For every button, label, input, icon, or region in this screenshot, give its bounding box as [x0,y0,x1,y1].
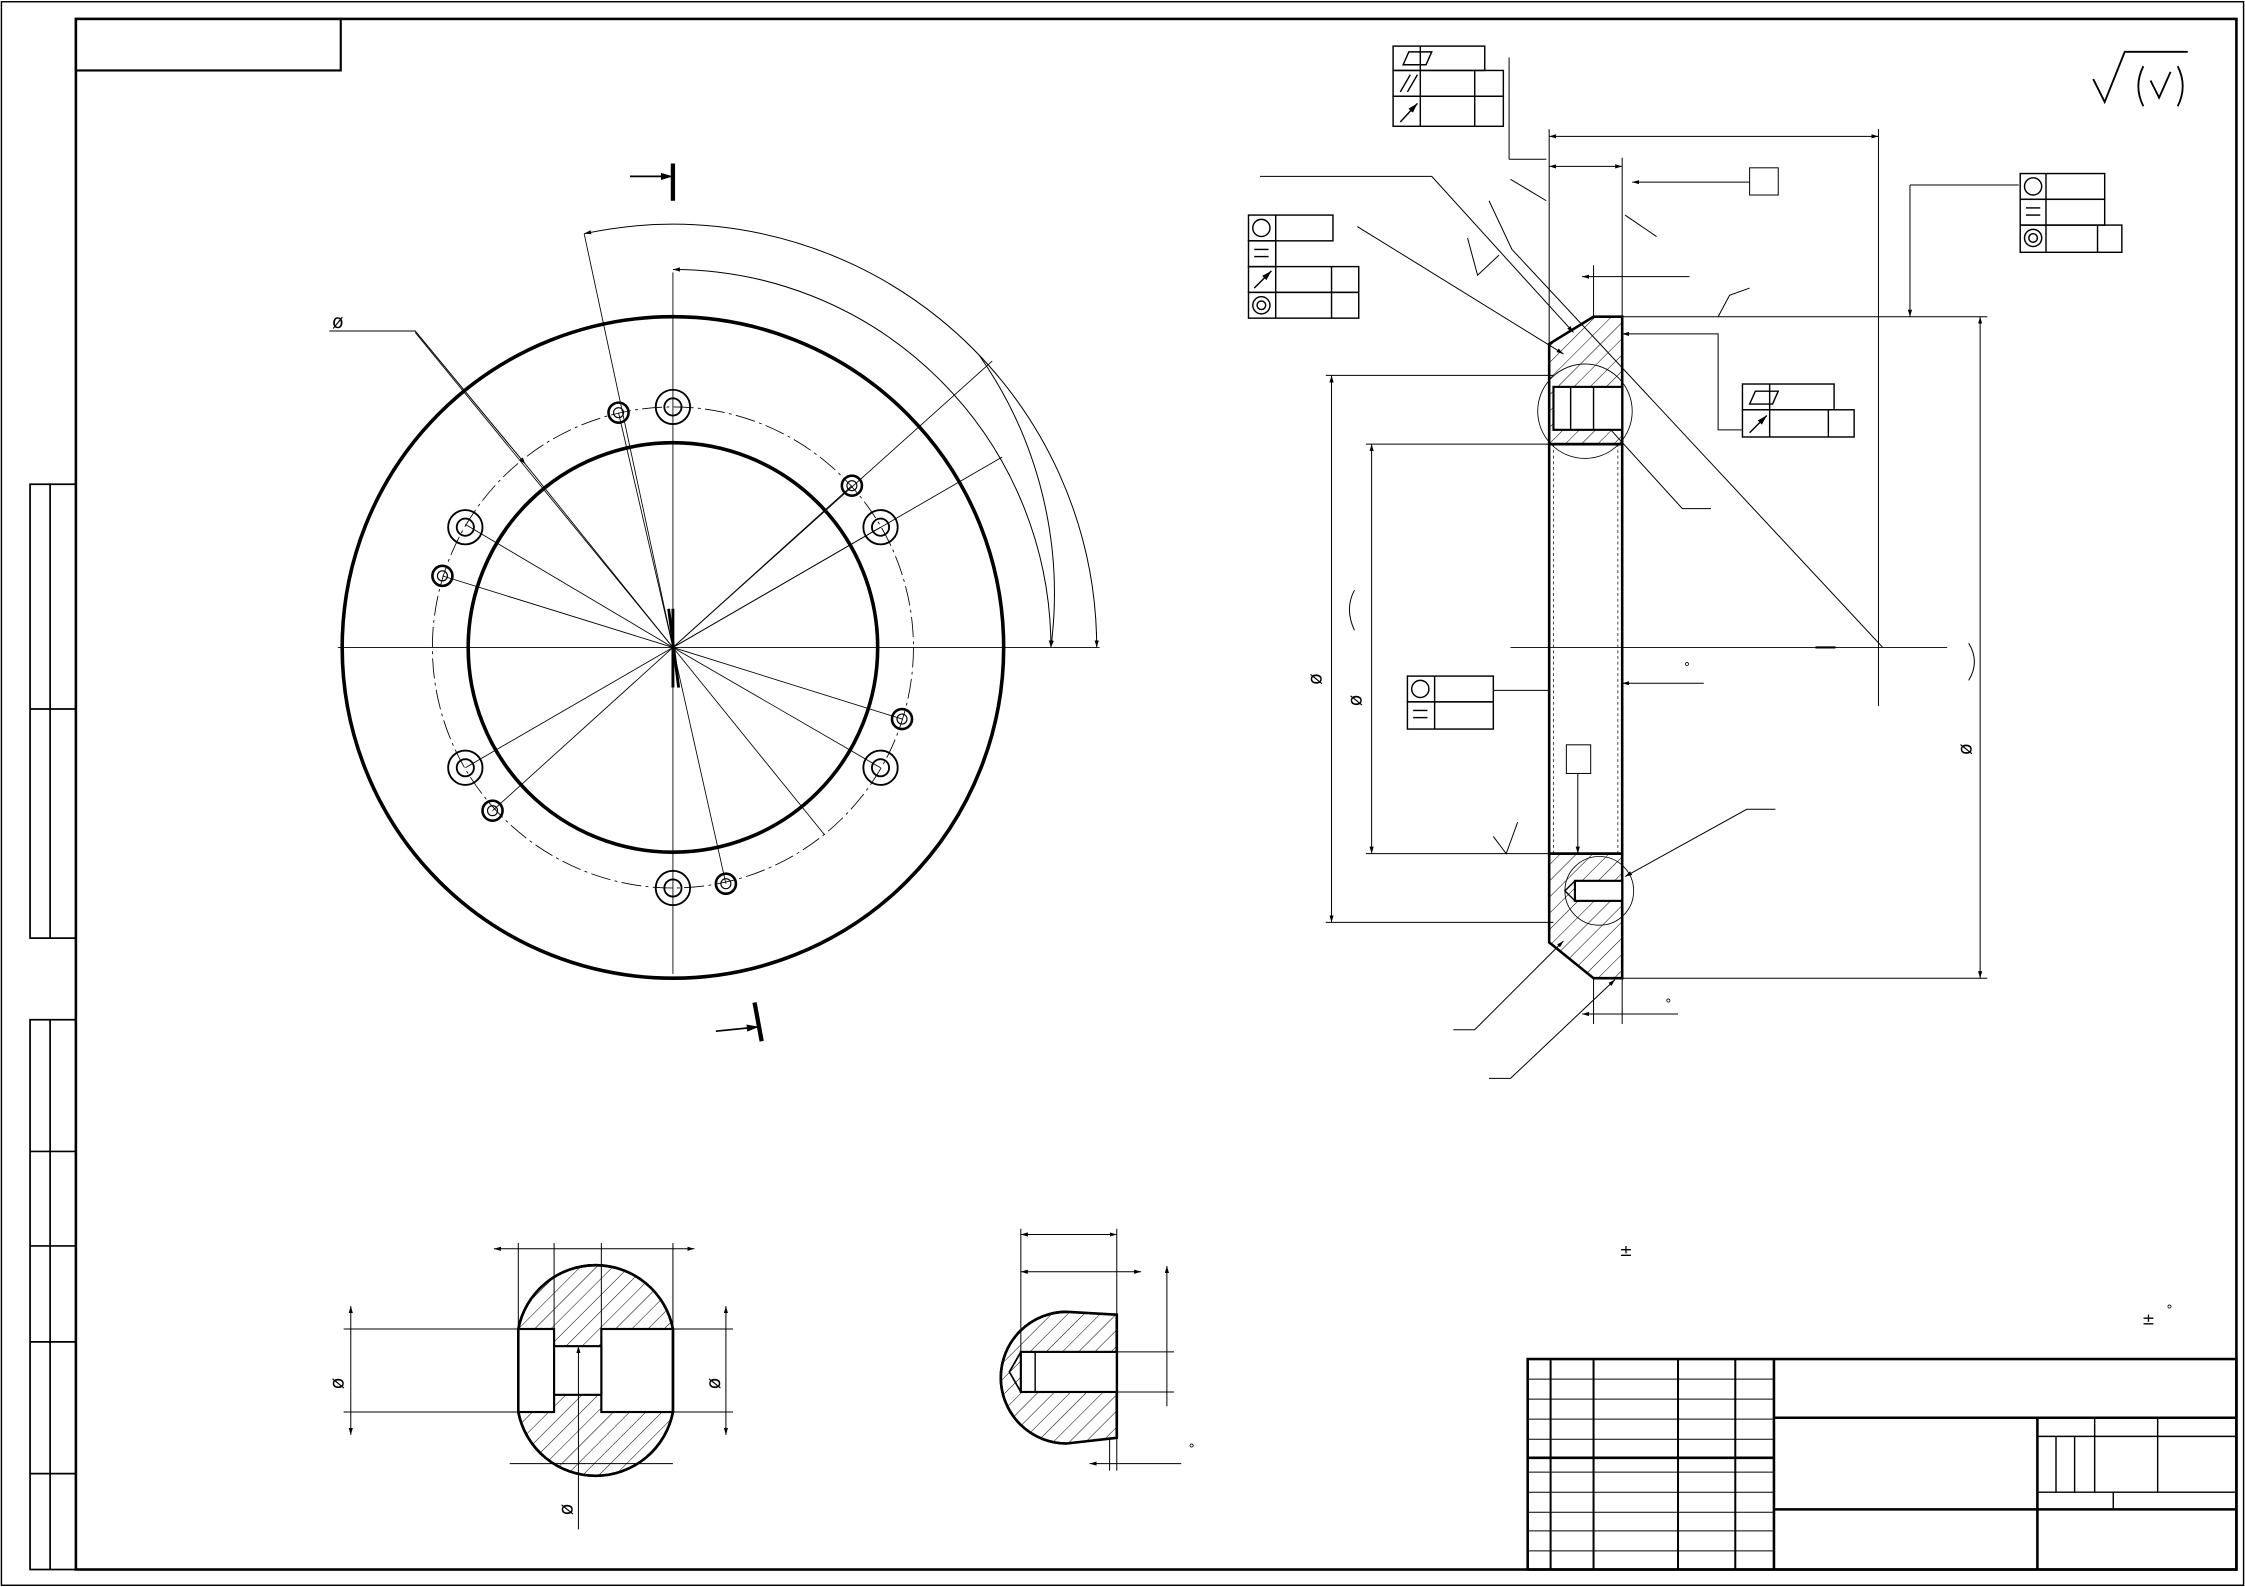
fcf-center [1406,675,1495,730]
left-margin-boxes [29,483,77,1571]
front-view [329,163,1100,1042]
degree-symbol-2: ° [1665,997,1671,1012]
fcf-left [1247,214,1360,319]
degree-symbol-3: ° [1188,1443,1194,1458]
diameter-symbol-front: ø [332,312,343,333]
detail-view-thread [999,1228,1182,1471]
section-bottom-hatch [1547,852,1624,980]
plus-minus-symbol-2: ± [2142,1310,2155,1329]
angle-dim-arc-inner [978,355,1055,648]
title-block [1526,1357,2238,1571]
radial-lines [414,233,1003,884]
diameter-symbol-detail-1: ø [328,1378,349,1389]
angle-dim-arc-middle [672,267,1054,648]
degree-symbol-1: ° [1684,661,1690,676]
top-left-title-box [74,17,342,72]
small-threaded-holes [431,401,914,896]
large-bolt-holes [447,388,899,907]
section-leaders [1259,57,2019,1079]
diameter-symbol-section-3: ø [1956,743,1977,754]
diameter-leader [329,330,526,465]
section-view [1510,315,1948,980]
diameter-symbol-section-2: ø [1346,695,1367,706]
detail-view-counterbore [343,1243,734,1530]
feature-control-frames [1247,45,2123,730]
fcf-right-top [2019,172,2123,254]
roughness-general-symbol [2092,50,2188,107]
section-web [1547,442,1624,855]
fcf-right-mid [1741,383,1855,438]
diameter-symbol-section-1: ø [1306,673,1327,684]
fcf-top-left [1392,45,1505,128]
degree-symbol-4: ° [2166,1304,2172,1319]
diameter-symbol-detail-2: ø [704,1378,725,1389]
section-cut-marker-top [629,163,676,201]
section-dimensions [1325,129,1988,1025]
diameter-symbol-detail-3: ø [557,1504,578,1515]
section-cut-marker-bottom [715,1002,764,1042]
angle-dim-arc-outer [584,223,1099,648]
plus-minus-symbol-1: ± [1619,1241,1632,1260]
